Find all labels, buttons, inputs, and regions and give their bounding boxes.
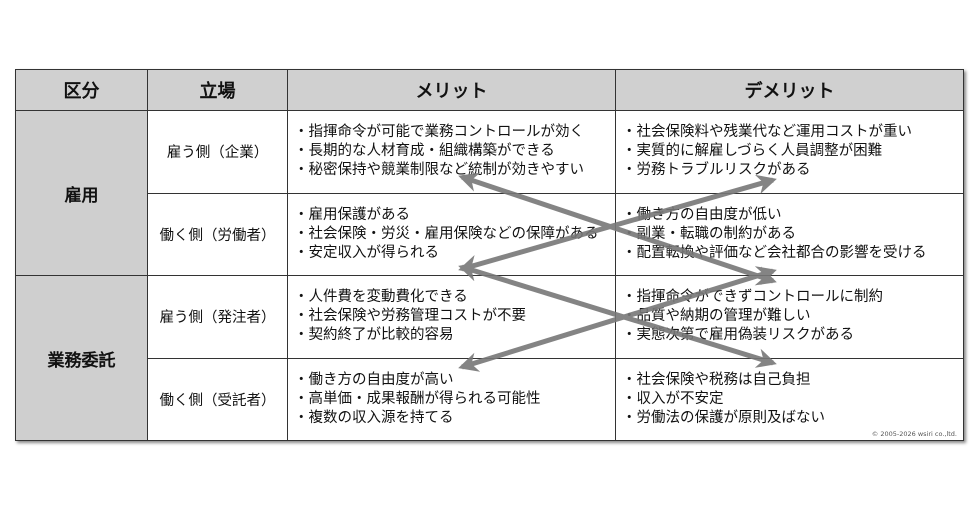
list-item: ・秘密保持や競業制限など統制が効きやすい — [294, 162, 584, 179]
demerits-cell: ・社会保険や税務は自己負担・収入が不安定・労働法の保護が原則及ばない — [615, 357, 964, 441]
header-row: 区分 立場 メリット デメリット — [15, 69, 964, 111]
list-item: ・雇用保護がある — [294, 206, 410, 223]
category-outsourcing: 業務委託 — [15, 275, 148, 441]
demerits-cell: ・指揮命令ができずコントロールに制約・品質や納期の管理が難しい・実態次第で雇用偽… — [615, 275, 964, 359]
list-item: ・実質的に解雇しづらく人員調整が困難 — [622, 143, 883, 160]
role-cell: 雇う側（企業） — [147, 110, 288, 194]
list-item: ・社会保険や労務管理コストが不要 — [294, 308, 526, 325]
list-item: ・実態次第で雇用偽装リスクがある — [622, 327, 854, 344]
list-item: ・指揮命令ができずコントロールに制約 — [622, 289, 883, 306]
list-item: ・労務トラブルリスクがある — [622, 162, 811, 179]
list-item: ・長期的な人材育成・組織構築ができる — [294, 143, 555, 160]
merits-cell: ・働き方の自由度が高い・高単価・成果報酬が得られる可能性・複数の収入源を持てる — [287, 357, 616, 441]
comparison-table: 区分 立場 メリット デメリット 雇用 雇う側（企業） ・指揮命令が可能で業務コ… — [15, 69, 964, 441]
list-item: ・労働法の保護が原則及ばない — [622, 409, 825, 426]
list-item: ・安定収入が得られる — [294, 244, 439, 261]
list-item: ・品質や納期の管理が難しい — [622, 308, 811, 325]
header-demerits: デメリット — [615, 69, 964, 111]
list-item: ・契約終了が比較的容易 — [294, 327, 454, 344]
copyright: © 2005-2026 wsiri co.,ltd. — [871, 430, 957, 438]
table-row: 働く側（労働者） ・雇用保護がある・社会保険・労災・雇用保険などの保障がある・安… — [16, 192, 964, 276]
role-cell: 雇う側（発注者） — [147, 275, 288, 359]
merits-cell: ・雇用保護がある・社会保険・労災・雇用保険などの保障がある・安定収入が得られる — [287, 192, 616, 276]
list-item: ・働き方の自由度が低い — [622, 206, 782, 223]
merits-cell: ・指揮命令が可能で業務コントロールが効く・長期的な人材育成・組織構築ができる・秘… — [287, 110, 616, 194]
demerits-cell: ・社会保険料や残業代など運用コストが重い・実質的に解雇しづらく人員調整が困難・労… — [615, 110, 964, 194]
list-item: ・副業・転職の制約がある — [622, 225, 796, 242]
list-item: ・社会保険料や残業代など運用コストが重い — [622, 124, 912, 141]
list-item: ・複数の収入源を持てる — [294, 409, 454, 426]
header-merits: メリット — [287, 69, 616, 111]
list-item: ・収入が不安定 — [622, 390, 724, 407]
header-role: 立場 — [147, 69, 288, 111]
list-item: ・社会保険や税務は自己負担 — [622, 371, 811, 388]
list-item: ・働き方の自由度が高い — [294, 371, 454, 388]
category-employment: 雇用 — [15, 110, 148, 276]
list-item: ・配置転換や評価など会社都合の影響を受ける — [622, 244, 927, 261]
table-row: 働く側（受託者） ・働き方の自由度が高い・高単価・成果報酬が得られる可能性・複数… — [16, 357, 964, 441]
role-cell: 働く側（受託者） — [147, 357, 288, 441]
role-cell: 働く側（労働者） — [147, 192, 288, 276]
table-row: 業務委託 雇う側（発注者） ・人件費を変動費化できる・社会保険や労務管理コストが… — [15, 275, 964, 441]
merits-cell: ・人件費を変動費化できる・社会保険や労務管理コストが不要・契約終了が比較的容易 — [287, 275, 616, 359]
header-category: 区分 — [15, 69, 148, 111]
list-item: ・指揮命令が可能で業務コントロールが効く — [294, 124, 584, 141]
list-item: ・社会保険・労災・雇用保険などの保障がある — [294, 225, 599, 242]
list-item: ・高単価・成果報酬が得られる可能性 — [294, 390, 541, 407]
demerits-cell: ・働き方の自由度が低い・副業・転職の制約がある・配置転換や評価など会社都合の影響… — [615, 192, 964, 276]
table-row: 雇用 雇う側（企業） ・指揮命令が可能で業務コントロールが効く・長期的な人材育成… — [15, 110, 964, 276]
list-item: ・人件費を変動費化できる — [294, 289, 468, 306]
